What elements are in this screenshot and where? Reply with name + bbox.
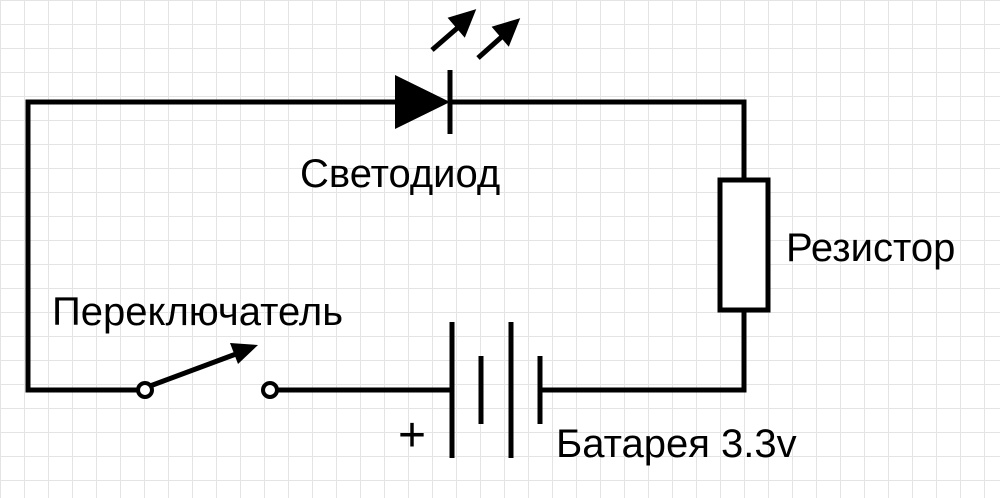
- battery-symbol: [449, 322, 543, 458]
- wire-right-bottom: [537, 307, 747, 393]
- battery-plus-sign: +: [398, 409, 427, 462]
- battery-label: Батарея 3.3v: [556, 422, 797, 466]
- switch-contact-left: [136, 381, 154, 399]
- switch-arrowhead: [230, 343, 258, 364]
- switch-symbol: [136, 343, 279, 399]
- resistor-symbol: [717, 177, 771, 313]
- led-emission-arrows: [430, 9, 521, 60]
- wire-left: [25, 99, 141, 393]
- switch-contact-right: [261, 381, 279, 399]
- switch-label: Переключатель: [52, 290, 344, 334]
- resistor-label: Резистор: [786, 226, 956, 270]
- led-triangle: [395, 75, 450, 129]
- wires: [25, 99, 747, 393]
- wire-top-right: [447, 99, 747, 183]
- led-label: Светодиод: [300, 152, 501, 196]
- led-symbol: [395, 9, 521, 134]
- switch-lever: [149, 351, 237, 389]
